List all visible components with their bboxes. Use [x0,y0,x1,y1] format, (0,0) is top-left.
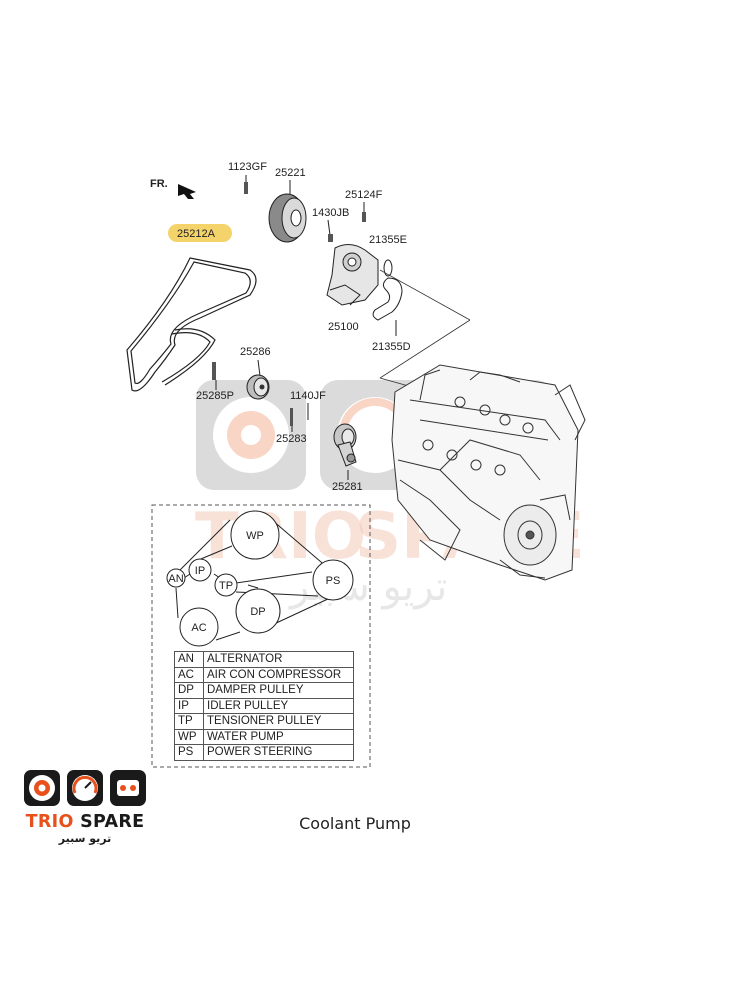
pulley-ps: PS [312,559,354,601]
legend-code: AN [174,651,204,668]
label-tensioner-bolt-2: 25283 [276,433,307,445]
page-caption: Coolant Pump [299,814,411,833]
legend-code: AC [174,666,204,683]
pulley-ac: AC [179,607,219,647]
label-idler-pulley: 25286 [240,346,271,358]
pulley-ip: IP [188,558,212,582]
pulley-tp-label: TP [219,580,233,592]
legend-name: AIR CON COMPRESSOR [203,666,354,683]
pulley-ac-label: AC [191,622,206,634]
water-pump-icon [326,244,379,306]
gasket-icon [372,277,403,321]
legend-code: DP [174,682,204,699]
belt-routing-box [151,504,371,768]
label-gasket-ring: 21355E [369,234,407,246]
front-label: FR. [150,178,168,190]
label-bolt-top: 1123GF [228,161,267,173]
pulley-dp-label: DP [250,606,265,618]
watermark-arabic: تريو سبير [288,564,447,610]
pulley-icon [268,193,307,243]
legend-name: WATER PUMP [203,728,354,745]
engine-block-icon [391,364,586,581]
label-gasket: 21355D [372,341,411,353]
pulley-tp: TP [214,573,238,597]
pulley-ps-label: PS [326,575,341,587]
idler-pulley-icon [246,374,270,400]
label-idler-bolt: 25285P [196,390,234,402]
pulley-an: AN [166,568,186,588]
legend-code: WP [174,728,204,745]
legend-name: DAMPER PULLEY [203,682,354,699]
tensioner-icon [333,423,357,467]
legend-code: PS [174,744,204,761]
pulley-wp: WP [230,510,280,560]
bolt-right-icon [362,212,366,222]
tensioner-bolt-icon [290,408,293,426]
label-water-pump: 25100 [328,321,359,333]
pulley-an-label: AN [168,573,183,585]
label-bolt-right: 25124F [345,189,383,201]
pulley-dp: DP [235,588,281,634]
label-belt: 25212A [177,228,216,240]
label-stud: 1430JB [312,207,349,219]
brand-name-part2: SPARE [80,812,145,832]
brand-arabic: تريو سبير [58,832,112,845]
label-tensioner-bolt: 1140JF [290,390,326,402]
legend-code: TP [174,713,204,730]
legend-name: POWER STEERING [203,744,354,761]
pulley-ip-label: IP [195,565,205,577]
serpentine-belt-icon [126,257,257,392]
legend-name: TENSIONER PULLEY [203,713,354,730]
gasket-ring-icon [383,259,393,277]
label-tensioner: 25281 [332,481,363,493]
leader-line [379,269,471,321]
legend-code: IP [174,697,204,714]
pulley-wp-label: WP [246,530,264,542]
brand-name-part1: TRIO [25,812,74,832]
stud-icon [328,234,333,242]
bolt-top-icon [244,182,248,194]
belt-label-highlight [168,224,232,242]
label-pulley: 25221 [275,167,306,179]
idler-bolt-icon [212,362,216,380]
front-arrow-icon [178,184,196,199]
legend-name: IDLER PULLEY [203,697,354,714]
leader-line [379,319,471,379]
legend-name: ALTERNATOR [203,651,354,668]
brand-name: TRIO SPARE [22,812,148,832]
brand-logo-icon [24,770,146,806]
